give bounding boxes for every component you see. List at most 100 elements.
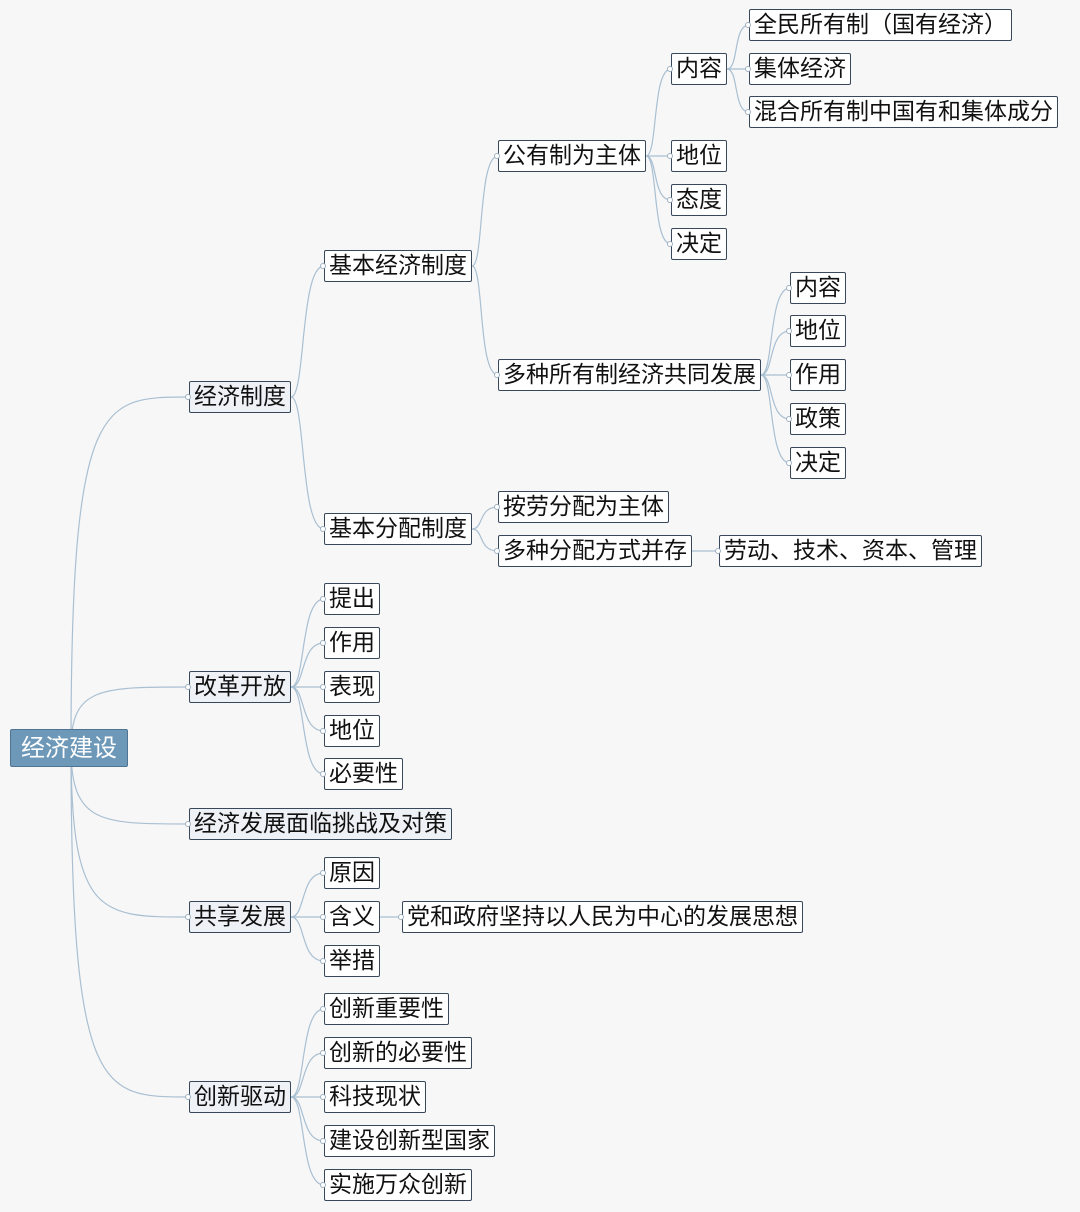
collapse-dot-icon[interactable] bbox=[786, 372, 792, 378]
collapse-dot-icon[interactable] bbox=[494, 548, 500, 554]
topic-public-content-state[interactable]: 全民所有制（国有经济） bbox=[749, 9, 1012, 41]
topic-shared-meaning[interactable]: 含义 bbox=[324, 901, 380, 933]
connector-line bbox=[760, 374, 791, 464]
topic-public-decision[interactable]: 决定 bbox=[671, 228, 727, 260]
topic-development-challenges[interactable]: 经济发展面临挑战及对策 bbox=[189, 808, 452, 840]
connector-line bbox=[290, 642, 325, 688]
topic-distribution-factors[interactable]: 劳动、技术、资本、管理 bbox=[719, 535, 982, 567]
topic-innovation-driven[interactable]: 创新驱动 bbox=[189, 1081, 291, 1113]
topic-diverse-decision[interactable]: 决定 bbox=[790, 447, 846, 479]
connector-line bbox=[471, 155, 499, 267]
collapse-dot-icon[interactable] bbox=[786, 285, 792, 291]
collapse-dot-icon[interactable] bbox=[320, 263, 326, 269]
connector-line bbox=[70, 396, 190, 749]
collapse-dot-icon[interactable] bbox=[320, 1138, 326, 1144]
collapse-dot-icon[interactable] bbox=[398, 914, 404, 920]
collapse-dot-icon[interactable] bbox=[745, 109, 751, 115]
collapse-dot-icon[interactable] bbox=[320, 1050, 326, 1056]
topic-diverse-policy[interactable]: 政策 bbox=[790, 403, 846, 435]
connector-line bbox=[290, 598, 325, 688]
collapse-dot-icon[interactable] bbox=[667, 153, 673, 159]
collapse-dot-icon[interactable] bbox=[320, 1006, 326, 1012]
topic-basic-economic-system[interactable]: 基本经济制度 bbox=[324, 250, 472, 282]
topic-reform-opening[interactable]: 改革开放 bbox=[189, 671, 291, 703]
topic-distribution-by-work[interactable]: 按劳分配为主体 bbox=[498, 491, 669, 523]
topic-public-content-collective[interactable]: 集体经济 bbox=[749, 53, 851, 85]
topic-reform-proposal[interactable]: 提出 bbox=[324, 583, 380, 615]
collapse-dot-icon[interactable] bbox=[320, 1094, 326, 1100]
connector-line bbox=[645, 155, 672, 245]
collapse-dot-icon[interactable] bbox=[786, 328, 792, 334]
collapse-dot-icon[interactable] bbox=[185, 684, 191, 690]
topic-build-innovative-nation[interactable]: 建设创新型国家 bbox=[324, 1125, 495, 1157]
collapse-dot-icon[interactable] bbox=[715, 548, 721, 554]
collapse-dot-icon[interactable] bbox=[185, 914, 191, 920]
connector-line bbox=[290, 686, 325, 775]
topic-diverse-role[interactable]: 作用 bbox=[790, 359, 846, 391]
connector-line bbox=[290, 686, 325, 732]
connector-line bbox=[70, 686, 190, 749]
collapse-dot-icon[interactable] bbox=[320, 914, 326, 920]
connector-line bbox=[290, 916, 325, 962]
connector-line bbox=[760, 287, 791, 376]
collapse-dot-icon[interactable] bbox=[320, 1182, 326, 1188]
collapse-dot-icon[interactable] bbox=[667, 197, 673, 203]
topic-public-ownership-dominant[interactable]: 公有制为主体 bbox=[498, 140, 646, 172]
collapse-dot-icon[interactable] bbox=[786, 416, 792, 422]
connector-line bbox=[290, 1096, 325, 1186]
collapse-dot-icon[interactable] bbox=[320, 526, 326, 532]
connector-line bbox=[70, 747, 190, 918]
collapse-dot-icon[interactable] bbox=[786, 460, 792, 466]
connector-line bbox=[70, 747, 190, 1098]
topic-shared-development[interactable]: 共享发展 bbox=[189, 901, 291, 933]
collapse-dot-icon[interactable] bbox=[320, 684, 326, 690]
topic-reform-manifestation[interactable]: 表现 bbox=[324, 671, 380, 703]
collapse-dot-icon[interactable] bbox=[185, 1094, 191, 1100]
topic-public-attitude[interactable]: 态度 bbox=[671, 184, 727, 216]
topic-innovation-necessity[interactable]: 创新的必要性 bbox=[324, 1037, 472, 1069]
collapse-dot-icon[interactable] bbox=[494, 504, 500, 510]
collapse-dot-icon[interactable] bbox=[667, 66, 673, 72]
collapse-dot-icon[interactable] bbox=[185, 394, 191, 400]
topic-basic-distribution-system[interactable]: 基本分配制度 bbox=[324, 513, 472, 545]
collapse-dot-icon[interactable] bbox=[320, 640, 326, 646]
connector-line bbox=[471, 265, 499, 376]
connector-line bbox=[760, 374, 791, 420]
collapse-dot-icon[interactable] bbox=[745, 22, 751, 28]
topic-tech-status[interactable]: 科技现状 bbox=[324, 1081, 426, 1113]
root-topic[interactable]: 经济建设 bbox=[10, 729, 128, 767]
topic-diverse-content[interactable]: 内容 bbox=[790, 272, 846, 304]
connector-line bbox=[290, 1052, 325, 1098]
collapse-dot-icon[interactable] bbox=[320, 596, 326, 602]
collapse-dot-icon[interactable] bbox=[667, 241, 673, 247]
topic-shared-reason[interactable]: 原因 bbox=[324, 857, 380, 889]
topic-public-content[interactable]: 内容 bbox=[671, 53, 727, 85]
collapse-dot-icon[interactable] bbox=[494, 153, 500, 159]
topic-public-content-mixed[interactable]: 混合所有制中国有和集体成分 bbox=[749, 96, 1058, 128]
connector-line bbox=[290, 396, 325, 530]
topic-reform-necessity[interactable]: 必要性 bbox=[324, 758, 403, 790]
connector-line bbox=[290, 1008, 325, 1098]
topic-economic-system[interactable]: 经济制度 bbox=[189, 381, 291, 413]
topic-shared-meaning-detail[interactable]: 党和政府坚持以人民为中心的发展思想 bbox=[402, 901, 803, 933]
connector-line bbox=[471, 528, 499, 552]
topic-diverse-ownership[interactable]: 多种所有制经济共同发展 bbox=[498, 359, 761, 391]
collapse-dot-icon[interactable] bbox=[320, 870, 326, 876]
topic-mass-innovation[interactable]: 实施万众创新 bbox=[324, 1169, 472, 1201]
collapse-dot-icon[interactable] bbox=[185, 821, 191, 827]
topic-diverse-distribution[interactable]: 多种分配方式并存 bbox=[498, 535, 692, 567]
topic-reform-status[interactable]: 地位 bbox=[324, 715, 380, 747]
collapse-dot-icon[interactable] bbox=[745, 66, 751, 72]
topic-shared-measures[interactable]: 举措 bbox=[324, 945, 380, 977]
topic-diverse-status[interactable]: 地位 bbox=[790, 315, 846, 347]
collapse-dot-icon[interactable] bbox=[320, 771, 326, 777]
connector-line bbox=[726, 68, 750, 113]
collapse-dot-icon[interactable] bbox=[320, 958, 326, 964]
connector-line bbox=[645, 155, 672, 201]
topic-public-status[interactable]: 地位 bbox=[671, 140, 727, 172]
connector-line bbox=[471, 506, 499, 530]
topic-innovation-importance[interactable]: 创新重要性 bbox=[324, 993, 449, 1025]
collapse-dot-icon[interactable] bbox=[320, 728, 326, 734]
topic-reform-role[interactable]: 作用 bbox=[324, 627, 380, 659]
collapse-dot-icon[interactable] bbox=[494, 372, 500, 378]
